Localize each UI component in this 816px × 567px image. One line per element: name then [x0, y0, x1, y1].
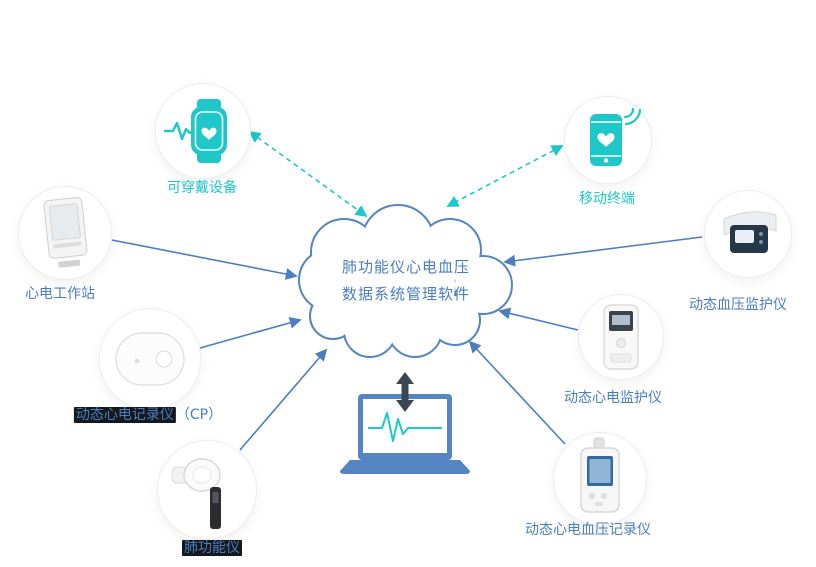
spirometer-label: 肺功能仪: [182, 537, 242, 557]
ecg-bp-recorder-label: 动态心电血压记录仪: [525, 522, 651, 538]
arrow-ecg-bp-recorder-to-cloud: [468, 340, 566, 445]
smartphone-icon: [590, 107, 642, 166]
ecg-waveform: [368, 412, 442, 442]
holter-recorder-label-suffix: （CP）: [175, 407, 223, 423]
cloud-title: 肺功能仪心电血压 数据系统管理软件: [306, 254, 506, 308]
arrow-cloud-laptop: [396, 372, 414, 412]
arrow-mobile-cloud: [446, 145, 564, 207]
holter-monitor-label: 动态心电监护仪: [564, 390, 662, 406]
mobile-terminal-label: 移动终端: [579, 191, 635, 207]
cloud-shape: [298, 204, 513, 358]
spirometer-node: [157, 440, 257, 540]
wearable-device-label: 可穿戴设备: [167, 180, 237, 196]
arrow-spirometer-to-cloud: [239, 348, 328, 451]
holter-monitor-node: [578, 294, 664, 380]
arrow-workstation-to-cloud: [111, 239, 298, 280]
spirometer-label-text: 肺功能仪: [182, 540, 242, 556]
abp-monitor-icon: [723, 211, 777, 253]
holter-monitor-icon: [603, 304, 639, 370]
arrow-abp-monitor-to-cloud: [503, 236, 703, 267]
mobile-terminal-node: [564, 96, 652, 184]
spirometer-icon: [171, 458, 221, 529]
holter-recorder-icon: [115, 332, 185, 386]
ecg-bp-recorder-icon: [580, 437, 620, 513]
ecg-workstation-icon: [43, 197, 88, 268]
ecg-workstation-node: [18, 186, 112, 280]
arrow-holter-recorder-to-cloud: [199, 316, 302, 349]
arrow-holter-monitor-to-cloud: [498, 307, 579, 331]
abp-monitor-node: [704, 190, 792, 278]
abp-monitor-label: 动态血压监护仪: [689, 297, 787, 313]
smartwatch-icon: [163, 99, 227, 163]
arrow-wearable-cloud: [248, 130, 368, 218]
ecg-bp-recorder-node: [553, 432, 647, 526]
ecg-workstation-label: 心电工作站: [25, 286, 95, 302]
holter-recorder-label-main: 动态心电记录仪: [73, 407, 176, 423]
holter-recorder-label: 动态心电记录仪（CP）: [73, 404, 223, 424]
cloud-title-line1: 肺功能仪心电血压: [341, 258, 470, 276]
holter-recorder-node: [99, 308, 201, 410]
cloud-title-line2: 数据系统管理软件: [341, 285, 470, 303]
wearable-device-node: [155, 83, 251, 179]
